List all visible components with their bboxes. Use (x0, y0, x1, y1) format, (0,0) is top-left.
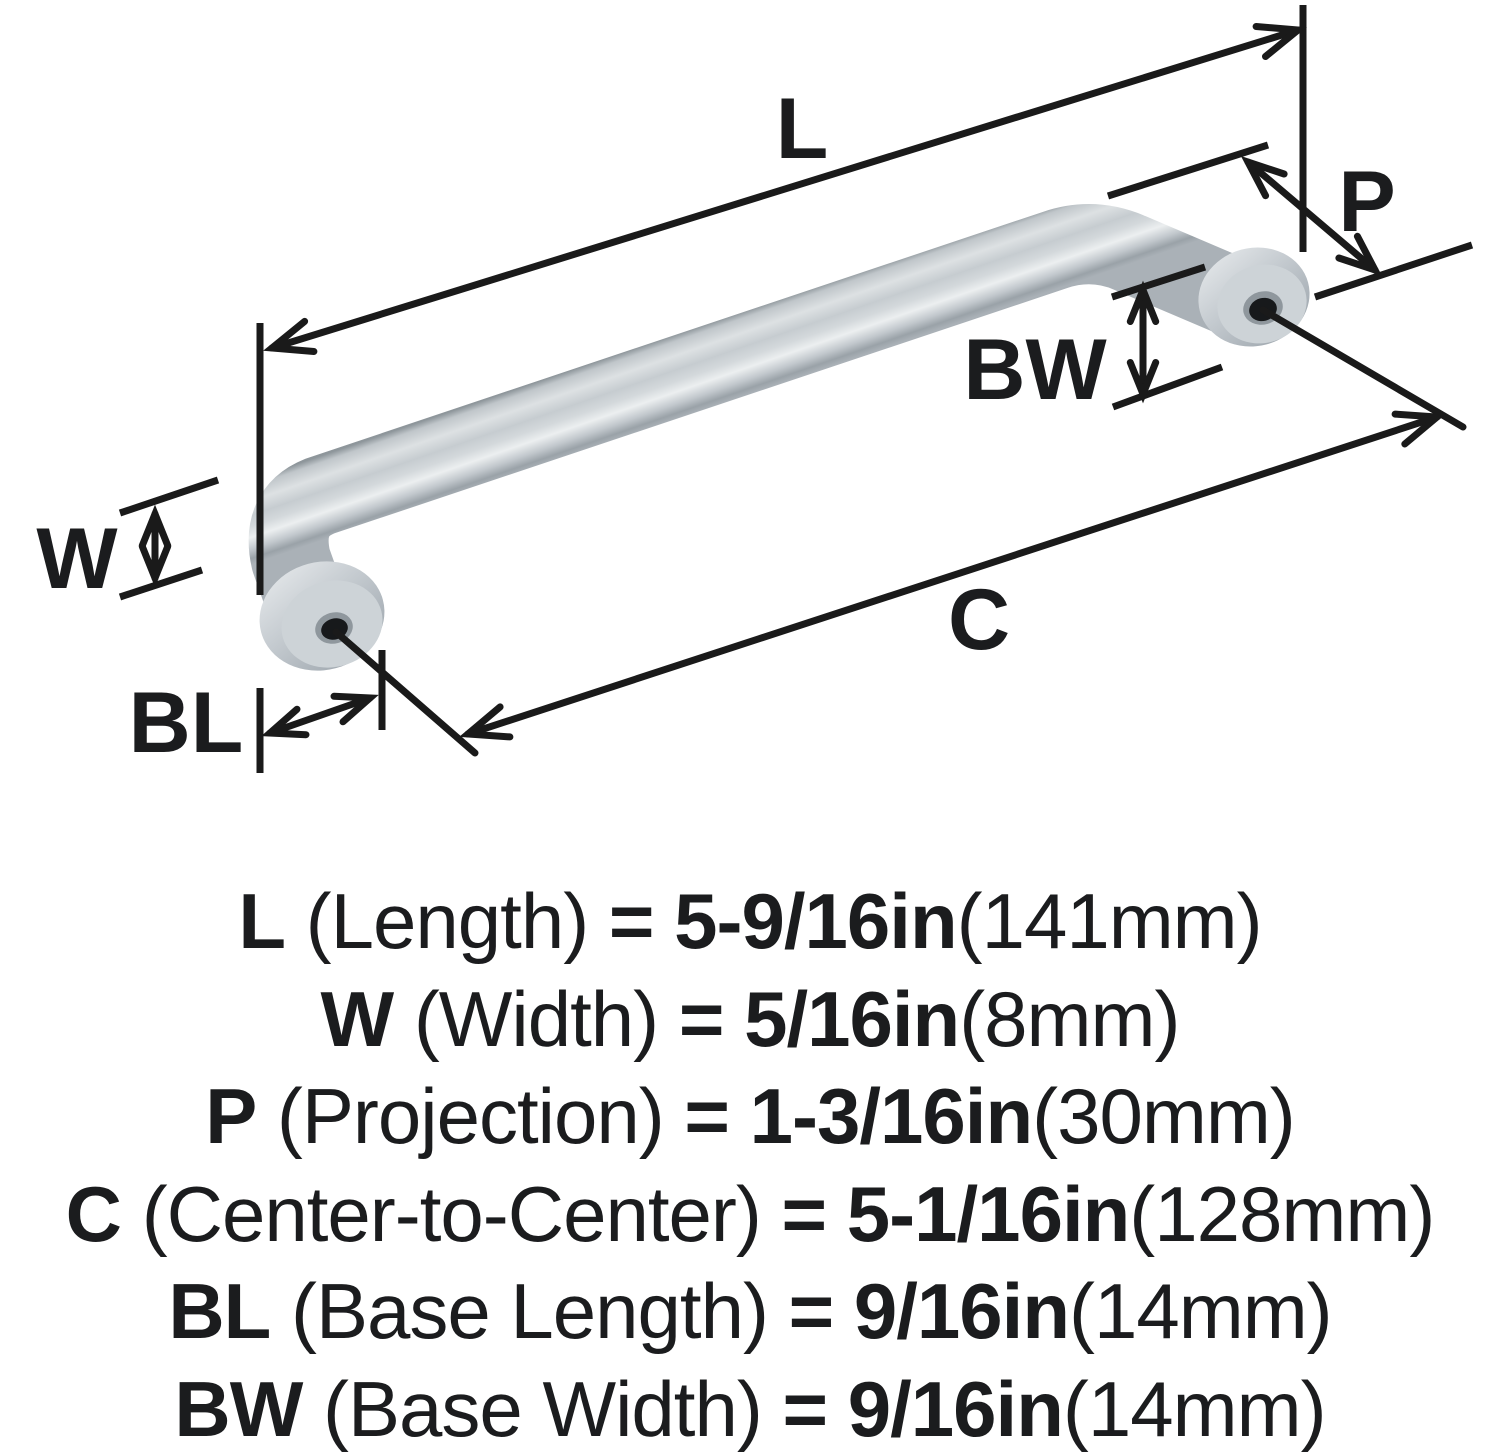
spec-metric: (14mm) (1069, 1267, 1333, 1355)
width-lower-tick (118, 566, 204, 601)
width-upper-tick (118, 476, 220, 517)
center-to-center-label: C (948, 572, 1010, 668)
spec-name: (Base Length) (290, 1267, 769, 1355)
spec-equals: = (608, 877, 655, 965)
spec-equals: = (781, 1170, 828, 1258)
spec-row-base-length: BL (Base Length) = 9/16in(14mm) (0, 1272, 1500, 1350)
spec-abbr: P (205, 1072, 257, 1160)
base-width-label: BW (963, 322, 1107, 418)
spec-value: 9/16in (853, 1267, 1070, 1355)
spec-abbr: L (238, 877, 286, 965)
spec-name: (Length) (305, 877, 590, 965)
spec-abbr: W (320, 975, 395, 1063)
projection-base-tick (1313, 241, 1474, 301)
width-label: W (36, 511, 118, 607)
spec-name: (Base Width) (323, 1365, 763, 1453)
center-right-leader-line (1259, 306, 1467, 431)
spec-metric: (8mm) (959, 975, 1180, 1063)
base-width-upper-tick (1110, 263, 1207, 301)
spec-row-center-to-center: C (Center-to-Center) = 5-1/16in(128mm) (0, 1175, 1500, 1253)
length-label: L (776, 81, 829, 177)
spec-equals: = (788, 1267, 835, 1355)
base-length-label: BL (129, 675, 244, 771)
handle-bar (248, 204, 1278, 648)
spec-equals: = (678, 975, 725, 1063)
spec-row-base-width: BW (Base Width) = 9/16in(14mm) (0, 1370, 1500, 1448)
spec-value: 5/16in (744, 975, 960, 1063)
spec-name: (Center-to-Center) (141, 1170, 762, 1258)
extension-lines (118, 5, 1474, 773)
projection-dimension-arrow (1240, 155, 1383, 277)
spec-abbr: C (65, 1170, 122, 1258)
spec-metric: (30mm) (1032, 1072, 1296, 1160)
spec-name: (Projection) (276, 1072, 665, 1160)
projection-upper-tick (1106, 141, 1270, 200)
handle-dimension-diagram: L P W BW BL C (36, 5, 1474, 773)
width-dimension-arrow (138, 504, 172, 588)
spec-row-width: W (Width) = 5/16in(8mm) (0, 980, 1500, 1058)
spec-equals: = (684, 1072, 730, 1160)
base-length-dimension-arrow (261, 692, 379, 739)
spec-metric: (14mm) (1062, 1365, 1327, 1453)
spec-abbr: BW (174, 1365, 303, 1453)
spec-row-projection: P (Projection) = 1-3/16in(30mm) (0, 1077, 1500, 1155)
projection-label: P (1338, 154, 1395, 250)
spec-abbr: BL (168, 1267, 271, 1355)
spec-value: 5-9/16in (674, 877, 957, 965)
base-width-lower-tick (1111, 363, 1224, 411)
spec-value: 9/16in (847, 1365, 1064, 1453)
spec-row-length: L (Length) = 5-9/16in(141mm) (0, 882, 1500, 960)
spec-metric: (141mm) (956, 877, 1263, 965)
center-left-leader-line (332, 628, 479, 757)
spec-name: (Width) (413, 975, 659, 1063)
center-to-center-dimension-arrow (332, 306, 1467, 757)
length-dimension-arrow (263, 23, 1307, 355)
spec-equals: = (782, 1365, 829, 1453)
base-width-dimension-arrow (1126, 280, 1160, 404)
spec-value: 1-3/16in (749, 1072, 1033, 1160)
spec-metric: (128mm) (1129, 1170, 1435, 1258)
spec-value: 5-1/16in (846, 1170, 1130, 1258)
